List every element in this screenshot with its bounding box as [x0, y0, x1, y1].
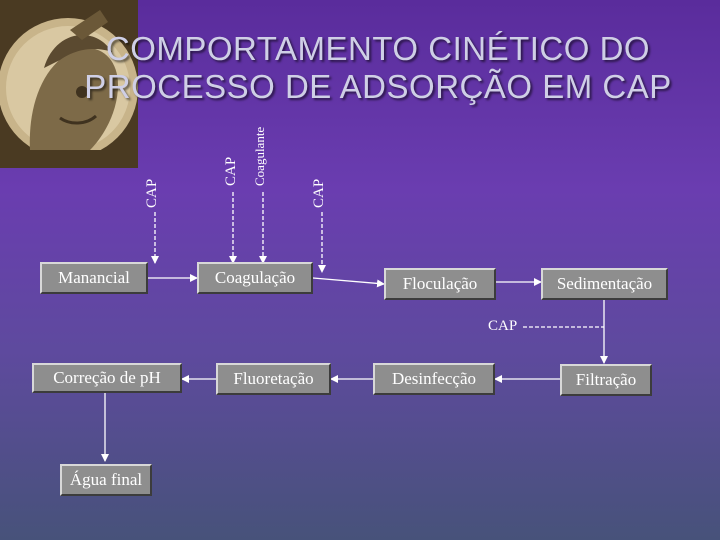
- coagulante-dosing-label: Coagulante: [252, 126, 267, 186]
- arrow-coagulacao-floculacao: [312, 277, 385, 288]
- cap-dosing-label-1: CAP: [144, 178, 160, 208]
- step-correcao-ph: Correção de pH: [32, 363, 182, 393]
- step-fluoretacao: Fluoretação: [216, 363, 331, 395]
- cap-dosing-label-3: CAP: [311, 178, 327, 208]
- step-floculacao: Floculação: [384, 268, 496, 300]
- title-line-1: COMPORTAMENTO CINÉTICO DO: [105, 30, 651, 67]
- cap-filtration-label: CAP: [488, 318, 518, 334]
- step-desinfeccao: Desinfecção: [373, 363, 495, 395]
- step-filtracao: Filtração: [560, 364, 652, 396]
- cap-dosing-label-2: CAP: [223, 156, 239, 186]
- slide-title: COMPORTAMENTO CINÉTICO DO PROCESSO DE AD…: [48, 30, 708, 106]
- warrior-medallion-logo: [0, 0, 138, 168]
- step-manancial: Manancial: [40, 262, 148, 294]
- step-sedimentacao: Sedimentação: [541, 268, 668, 300]
- title-line-2: PROCESSO DE ADSORÇÃO EM CAP: [84, 68, 672, 105]
- step-coagulacao: Coagulação: [197, 262, 313, 294]
- step-agua-final: Água final: [60, 464, 152, 496]
